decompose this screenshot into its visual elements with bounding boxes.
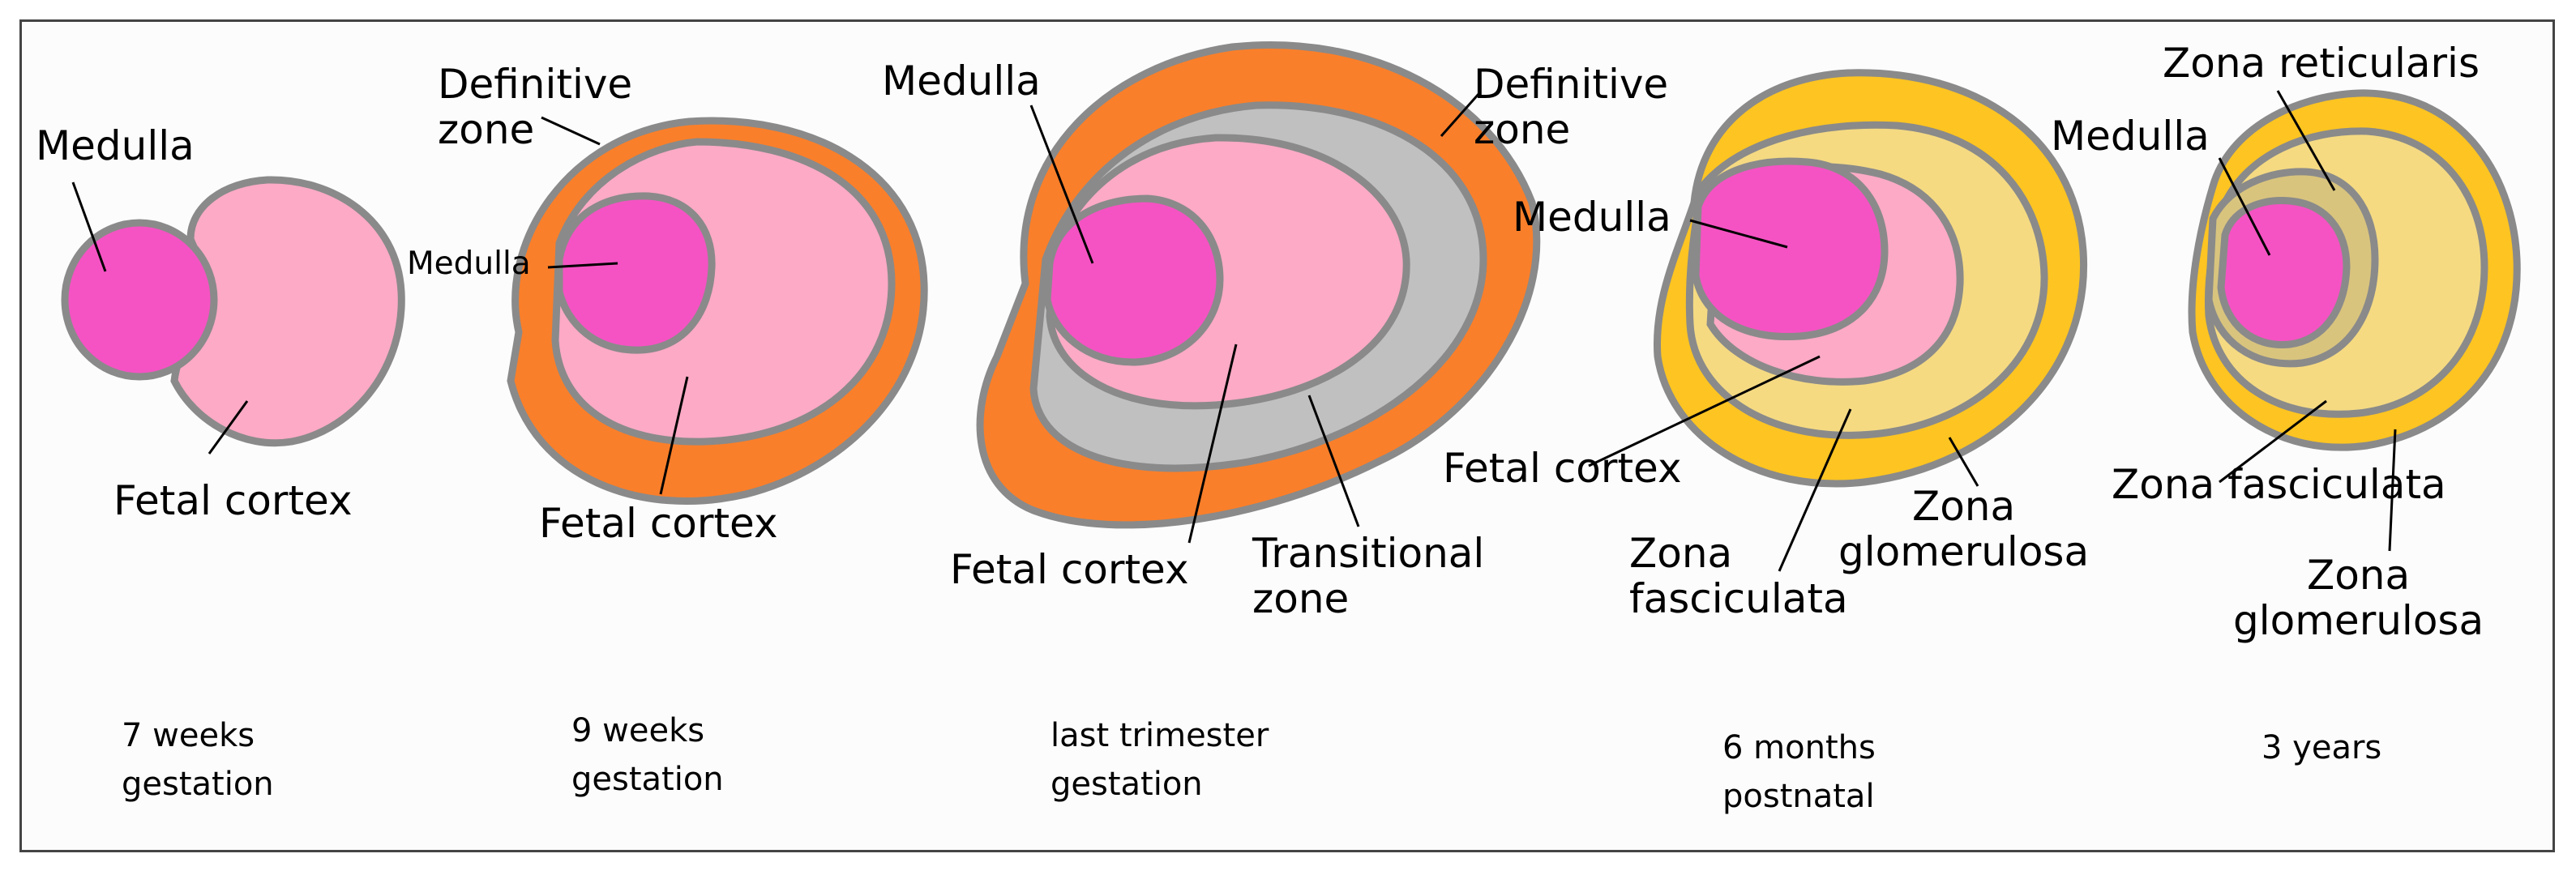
stage-6-months-drawing [1653, 69, 2088, 488]
label-line: zone [1252, 575, 1350, 622]
stage-9-weeks-drawing [507, 117, 928, 505]
label-medulla: Medulla [2051, 113, 2210, 160]
pointer-line [541, 116, 601, 146]
label-zona-glomerulosa: Zona glomerulosa [2233, 553, 2484, 643]
caption-line: gestation [122, 766, 274, 803]
medulla-region [1043, 194, 1224, 366]
caption-line: 6 months [1722, 729, 1876, 766]
label-fetal-cortex: Fetal cortex [539, 500, 778, 547]
label-line: Definitive [1474, 61, 1669, 108]
label-line: glomerulosa [2233, 597, 2484, 644]
label-line: Definitive [438, 61, 633, 108]
pointer-line [1588, 355, 1821, 467]
pointer-line [547, 262, 618, 269]
caption-line: 9 weeks [571, 712, 705, 749]
stage-caption-6-months: 6 months postnatal [1722, 723, 1876, 821]
label-line: fasciculata [1629, 575, 1848, 622]
label-medulla: Medulla [36, 122, 195, 169]
pointer-line [71, 181, 107, 272]
caption-line: 3 years [2261, 729, 2382, 766]
medulla-region [555, 192, 716, 354]
pointer-line [659, 376, 689, 495]
label-line: Zona [1911, 483, 2016, 530]
label-line: Zona [2306, 552, 2411, 599]
medulla-region [61, 219, 218, 381]
label-zona-fasciculata: Zona fasciculata [2112, 461, 2446, 508]
caption-line: postnatal [1722, 778, 1875, 815]
pointer-line [1440, 92, 1481, 137]
stage-caption-7-weeks: 7 weeks gestation [122, 711, 274, 809]
caption-line: last trimester [1051, 717, 1269, 754]
label-line: glomerulosa [1838, 528, 2090, 575]
label-line: Transitional [1252, 530, 1485, 577]
caption-line: gestation [571, 761, 724, 798]
stage-caption-3-years: 3 years [2261, 723, 2381, 772]
label-line: zone [438, 106, 535, 153]
pointer-lines [71, 90, 2397, 572]
stage-caption-last-trimester: last trimester gestation [1051, 711, 1269, 809]
pointer-line [1948, 437, 1979, 487]
label-zona-glomerulosa: Zona glomerulosa [1838, 484, 2089, 574]
caption-line: 7 weeks [122, 717, 255, 754]
label-fetal-cortex: Fetal cortex [113, 477, 353, 524]
label-definitive-zone: Definitive zone [438, 62, 632, 152]
label-medulla: Medulla [407, 245, 531, 282]
pointer-line [1187, 344, 1238, 544]
stage-3-years-drawing [2188, 89, 2521, 451]
pointer-line [2388, 429, 2397, 552]
pointer-line [1029, 105, 1094, 264]
label-zona-reticularis: Zona reticularis [2163, 40, 2480, 87]
pointer-line [1307, 395, 1360, 527]
label-fetal-cortex: Fetal cortex [1443, 445, 1682, 492]
pointer-line [1689, 219, 1788, 249]
label-zona-fasciculata: Zona fasciculata [1629, 531, 1848, 621]
label-transitional-zone: Transitional zone [1252, 531, 1484, 621]
medulla-region [1692, 157, 1889, 341]
label-medulla: Medulla [1513, 194, 1671, 241]
caption-line: gestation [1051, 766, 1203, 803]
label-fetal-cortex: Fetal cortex [950, 546, 1189, 593]
medulla-region [2217, 197, 2351, 349]
stage-caption-9-weeks: 9 weeks gestation [571, 706, 724, 804]
pointer-line [1778, 408, 1852, 572]
pointer-line [2219, 399, 2327, 484]
stage-7-weeks-drawing [61, 176, 405, 447]
label-definitive-zone: Definitive zone [1474, 62, 1668, 152]
label-line: zone [1474, 106, 1571, 153]
pointer-line [2218, 157, 2271, 256]
label-medulla: Medulla [882, 58, 1041, 105]
stage-last-trimester-drawing [976, 41, 1541, 529]
pointer-line [208, 400, 249, 455]
label-line: Zona [1629, 530, 1733, 577]
pointer-line [2276, 90, 2336, 191]
